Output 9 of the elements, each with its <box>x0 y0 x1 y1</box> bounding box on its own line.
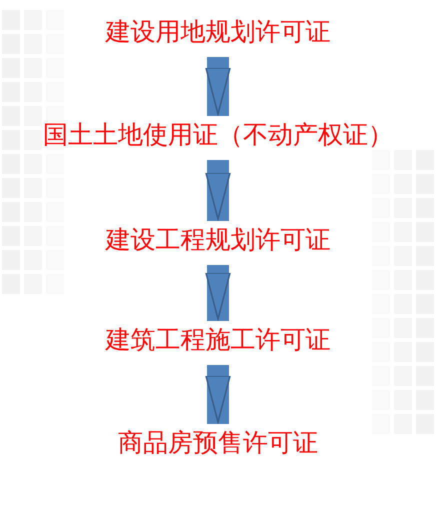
node-label: 商品房预售许可证 <box>118 428 318 458</box>
node-label: 建筑工程施工许可证 <box>106 325 330 355</box>
block-arrow <box>205 365 231 424</box>
node-label: 建设用地规划许可证 <box>106 17 330 47</box>
block-arrow <box>205 57 231 116</box>
node-label: 建设工程规划许可证 <box>106 225 330 255</box>
block-arrow <box>205 160 231 221</box>
node-label: 国土土地使用证（不动产权证） <box>43 120 393 150</box>
block-arrow <box>205 265 231 321</box>
